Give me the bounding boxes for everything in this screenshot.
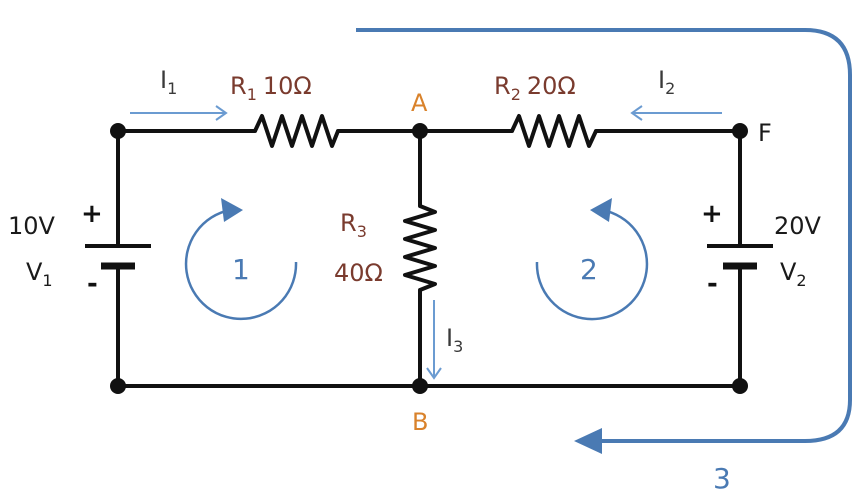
resistor-r3-symbol: [403, 204, 437, 292]
resistor-r2-symbol: [510, 114, 598, 148]
node-f-label: F: [758, 119, 772, 147]
loop-2-number: 2: [580, 253, 598, 286]
junction-bottom-right: [732, 378, 748, 394]
current-arrow-i2: [630, 105, 722, 121]
v2-plus-sign: +: [701, 199, 723, 229]
junction-dots: [110, 123, 748, 394]
current-arrow-i3: [426, 300, 442, 380]
junction-a: [412, 123, 428, 139]
junction-top-left: [110, 123, 126, 139]
loop-2-arrow: [535, 208, 649, 321]
loop-3-arrowhead: [574, 428, 602, 454]
current-arrow-i1: [130, 105, 228, 121]
junction-bottom-left: [110, 378, 126, 394]
v1-name-label: V1: [26, 258, 53, 290]
v1-plus-sign: +: [81, 199, 103, 229]
v1-minus-sign: -: [87, 269, 98, 299]
battery-v1-symbol: [85, 244, 151, 270]
resistor-r1-symbol: [253, 114, 340, 148]
loop-1-arrowhead: [221, 198, 243, 222]
loop-1-arrow: [184, 208, 298, 321]
node-a-label: A: [411, 89, 428, 117]
loop-3-number: 3: [713, 462, 731, 495]
junction-f: [732, 123, 748, 139]
v2-name-label: V2: [780, 258, 807, 290]
i3-label: I3: [446, 324, 463, 356]
battery-v2-symbol: [707, 244, 773, 270]
junction-b: [412, 378, 428, 394]
loop-3-arrow: [356, 28, 852, 443]
r3-name-label: R3: [340, 209, 367, 241]
loop-1-number: 1: [232, 253, 250, 286]
r3-value-label: 40Ω: [334, 259, 383, 287]
wires: [116, 129, 742, 388]
v1-voltage-label: 10V: [8, 212, 56, 240]
node-b-label: B: [412, 408, 428, 436]
loop-2-arrowhead: [590, 198, 612, 222]
i2-label: I2: [658, 66, 675, 98]
v2-minus-sign: -: [707, 269, 718, 299]
i1-label: I1: [160, 66, 177, 98]
v2-voltage-label: 20V: [774, 212, 822, 240]
current-arrows: [130, 105, 722, 380]
